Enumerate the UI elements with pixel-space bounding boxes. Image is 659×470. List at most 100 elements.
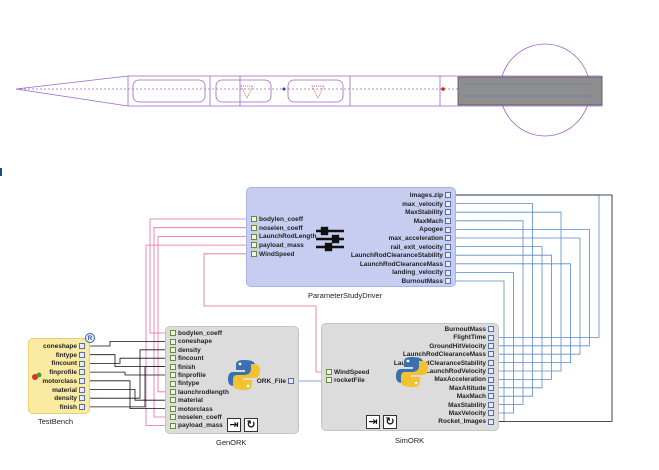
- port-label: noselen_coeff: [178, 414, 222, 421]
- testbench-output-port[interactable]: motorclass: [42, 378, 87, 386]
- psd-input-port[interactable]: payload_mass: [249, 242, 304, 250]
- simork-output-port[interactable]: GroundHitVelocity: [429, 343, 496, 351]
- port-label: Rocket_Images: [438, 418, 486, 426]
- connection-wire: [455, 271, 514, 414]
- port-label: motorclass: [178, 405, 213, 413]
- connection-wire: [89, 366, 167, 408]
- port-icon: [170, 355, 176, 362]
- simork-output-port[interactable]: MaxStability: [448, 402, 496, 410]
- testbench-output-port[interactable]: density: [54, 395, 87, 403]
- psd-input-port[interactable]: noselen_coeff: [249, 225, 303, 233]
- port-icon: [79, 378, 85, 385]
- port-label: MaxAltitude: [449, 384, 486, 392]
- simork-output-port[interactable]: LaunchRodVelocity: [426, 368, 496, 376]
- psd-output-port[interactable]: MaxStability: [405, 209, 453, 217]
- genork-input-port[interactable]: finish: [168, 364, 195, 372]
- port-label: GroundHitVelocity: [429, 342, 486, 350]
- testbench-output-port[interactable]: fincount: [51, 360, 87, 368]
- python-icon: [396, 357, 428, 387]
- psd-output-port[interactable]: MaxMach: [414, 218, 453, 226]
- connection-wire: [89, 349, 167, 399]
- simork-output-port[interactable]: FlightTime: [453, 334, 496, 342]
- port-label: payload_mass: [259, 242, 304, 250]
- port-label: WindSpeed: [334, 369, 370, 376]
- testbench-output-port[interactable]: coneshape: [43, 343, 87, 351]
- psd-output-port[interactable]: landing_velocity: [392, 269, 453, 277]
- port-label: coneshape: [178, 338, 212, 346]
- psd-input-port[interactable]: bodylen_coeff: [249, 216, 303, 224]
- simork-input-port[interactable]: rocketFile: [324, 377, 365, 385]
- testbench-output-port[interactable]: fintype: [56, 352, 87, 360]
- genork-input-port[interactable]: bodylen_coeff: [168, 330, 222, 338]
- refresh-icon[interactable]: ↻: [244, 418, 258, 432]
- refresh-icon[interactable]: ↻: [383, 415, 397, 429]
- testbench-badge[interactable]: R: [85, 333, 95, 343]
- psd-output-port[interactable]: rail_exit_velocity: [391, 244, 453, 252]
- simork-output-port[interactable]: Rocket_Images: [438, 418, 496, 426]
- motor-section: [457, 76, 603, 106]
- port-label: rail_exit_velocity: [390, 243, 443, 251]
- port-icon: [445, 226, 451, 233]
- testbench-output-port[interactable]: finish: [60, 404, 87, 412]
- genork-input-port[interactable]: launchrodlength: [168, 389, 229, 397]
- genork-input-port[interactable]: motorclass: [168, 406, 213, 414]
- genork-input-port[interactable]: fincount: [168, 355, 204, 363]
- psd-output-port[interactable]: LaunchRodClearanceMass: [360, 261, 453, 269]
- port-icon: [445, 218, 451, 225]
- genork-input-port[interactable]: noselen_coeff: [168, 414, 222, 422]
- port-label: MaxVelocity: [448, 410, 486, 417]
- simork-output-port[interactable]: MaxAcceleration: [434, 376, 496, 384]
- genork-input-port[interactable]: coneshape: [168, 338, 212, 346]
- psd-input-port[interactable]: LaunchRodLength: [249, 233, 316, 241]
- connection-wire: [89, 340, 167, 347]
- testbench-output-port[interactable]: material: [52, 387, 87, 395]
- port-icon: [79, 343, 85, 350]
- testbench-output-port[interactable]: finprofile: [49, 369, 87, 377]
- port-icon: [79, 360, 85, 367]
- genork-input-port[interactable]: finprofile: [168, 372, 206, 380]
- parachute-mark: [311, 85, 325, 99]
- port-icon: [445, 252, 451, 259]
- simork-input-port[interactable]: WindSpeed: [324, 369, 369, 377]
- genork-input-port[interactable]: density: [168, 347, 201, 355]
- psd-output-port[interactable]: max_velocity: [402, 201, 453, 209]
- genork-output-port[interactable]: ORK_File: [257, 378, 296, 386]
- simork-output-port[interactable]: BurnoutMass: [444, 326, 496, 334]
- port-icon: [445, 243, 451, 250]
- port-icon: [79, 395, 85, 402]
- port-icon: [445, 192, 451, 199]
- sliders-icon: [316, 226, 344, 252]
- psd-output-port[interactable]: Apogee: [419, 226, 453, 234]
- port-label: finprofile: [178, 372, 206, 379]
- simork-output-port[interactable]: MaxMach: [457, 393, 496, 401]
- port-label: finish: [59, 403, 77, 411]
- port-label: LaunchRodClearanceMass: [359, 260, 443, 268]
- simork-output-port[interactable]: MaxAltitude: [449, 385, 496, 393]
- psd-output-port[interactable]: Images.zip: [410, 192, 453, 200]
- import-icon[interactable]: ⇥: [366, 415, 380, 429]
- genork-input-port[interactable]: fintype: [168, 380, 199, 388]
- psd-output-port[interactable]: max_acceleration: [388, 235, 453, 243]
- genork-input-port[interactable]: payload_mass: [168, 422, 223, 430]
- psd-output-port[interactable]: LaunchRodClearanceStability: [351, 252, 453, 260]
- simork-output-port[interactable]: LaunchRodClearanceMass: [403, 351, 496, 359]
- port-label: FlightTime: [453, 334, 486, 342]
- simork-output-port[interactable]: MaxVelocity: [449, 410, 496, 418]
- connection-wire: [145, 244, 248, 426]
- simork-output-port[interactable]: LaunchRodClearanceStability: [394, 360, 496, 368]
- port-icon: [488, 393, 494, 400]
- psd-input-port[interactable]: WindSpeed: [249, 251, 294, 259]
- port-label: density: [54, 395, 77, 403]
- port-label: fincount: [178, 355, 204, 363]
- connection-wire: [89, 380, 167, 410]
- genork-input-port[interactable]: material: [168, 397, 203, 405]
- import-icon[interactable]: ⇥: [227, 418, 241, 432]
- psd-output-port[interactable]: BurnoutMass: [401, 278, 453, 286]
- connection-wire: [455, 263, 571, 364]
- file-icon: [288, 378, 294, 385]
- port-label: LaunchRodVelocity: [425, 368, 486, 375]
